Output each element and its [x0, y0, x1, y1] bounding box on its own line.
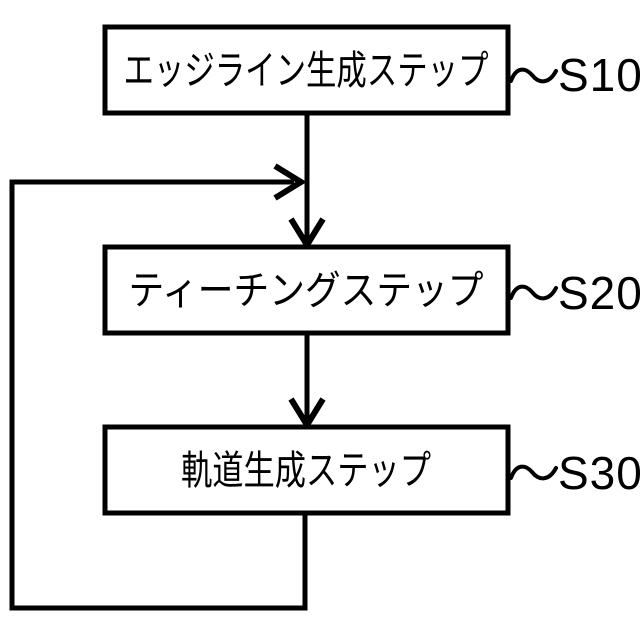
feedback-loop-line	[9, 179, 308, 611]
tilde-connector-icon	[509, 67, 558, 84]
ref-label-s20: S20	[558, 267, 640, 319]
arrowhead-right-icon	[273, 163, 307, 201]
ref-label-s10: S10	[558, 49, 640, 101]
tilde-connector-icon	[509, 284, 558, 301]
step-box-label-s10: エッジライン生成ステップ	[124, 49, 489, 93]
step-box-label-s30: 軌道生成ステップ	[181, 449, 431, 493]
ref-label-s30: S30	[558, 447, 640, 499]
tilde-connector-icon	[509, 464, 558, 481]
step-box-s10	[102, 24, 511, 116]
step-box-s30	[102, 424, 511, 516]
step-box-label-s20: ティーチングステップ	[129, 269, 484, 313]
step-box-s20	[102, 244, 511, 336]
